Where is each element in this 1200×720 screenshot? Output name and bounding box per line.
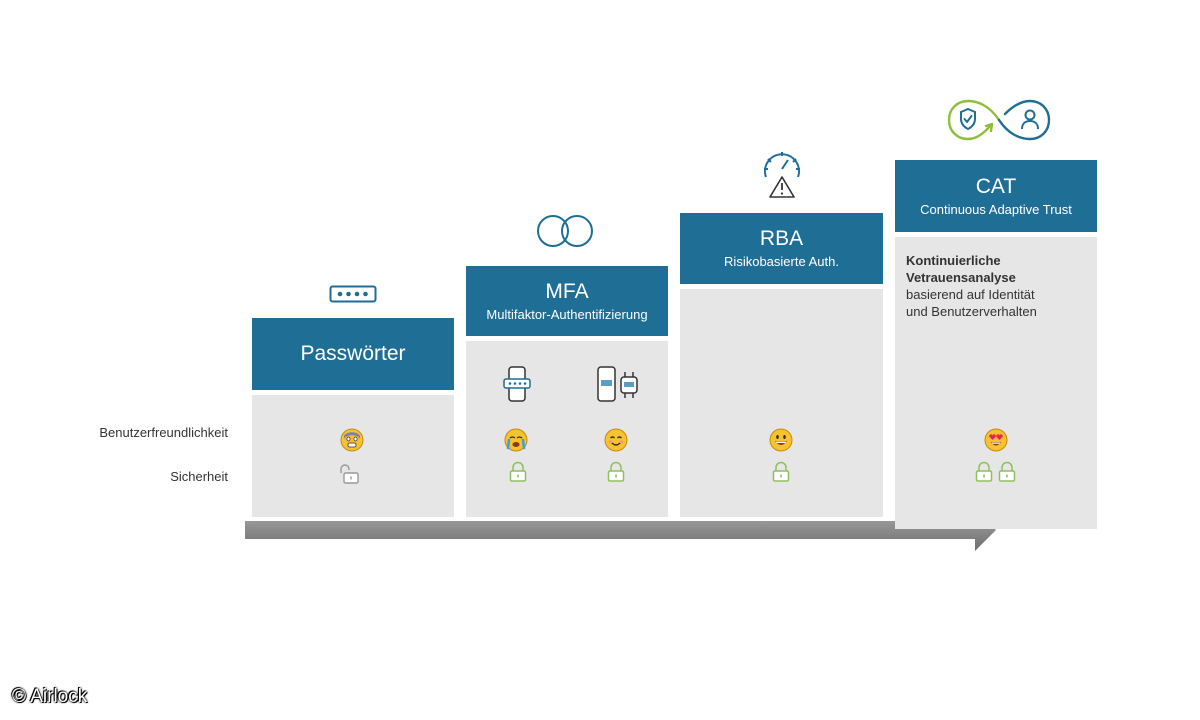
mfa-subtitle: Multifaktor-Authentifizierung [486,306,648,322]
cat-header: CAT Continuous Adaptive Trust [895,160,1097,232]
cat-panel [895,237,1097,529]
locked-padlock-icon [998,461,1016,482]
gauge-warning-icon [764,152,800,198]
locked-padlock-icon [772,461,790,482]
rba-subtitle: Risikobasierte Auth. [724,254,839,269]
unlocked-padlock-icon [340,464,359,484]
cat-title: CAT [975,174,1017,198]
cat-description: Kontinuierliche Vetrauensanalyse basiere… [906,252,1091,320]
rba-title: RBA [759,227,804,250]
copyright-text: © Airlock [12,686,88,707]
cat-desc-line4: und Benutzerverhalten [906,304,1037,319]
linked-rings-icon [537,215,593,247]
heart-eyes-face-icon [984,428,1008,452]
passwords-panel [252,395,454,517]
usability-row-label: Benutzerfreundlichkeit [99,425,228,440]
cat-desc-line3: basierend auf Identität [906,287,1035,302]
locked-padlock-icon [607,461,625,482]
rba-header: RBA Risikobasierte Auth. [680,213,883,284]
locked-padlock-icon [509,461,527,482]
smiling-face-icon [604,428,628,452]
fearful-face-icon [340,428,364,452]
phone-watch-icon [597,366,638,402]
password-dots-icon [329,285,377,303]
security-row-label: Sicherheit [170,469,228,484]
infinity-shield-user-icon [947,99,1051,141]
crying-face-icon [504,428,528,452]
passwords-title: Passwörter [300,342,406,365]
mfa-header: MFA Multifaktor-Authentifizierung [466,266,668,336]
phone-token-icon [503,366,531,402]
locked-padlock-icon [975,461,993,482]
cat-subtitle: Continuous Adaptive Trust [920,201,1072,217]
mfa-panel [466,341,668,517]
grinning-face-icon [769,428,793,452]
cat-desc-line1: Kontinuierliche [906,253,1001,268]
mfa-title: MFA [545,279,589,303]
passwords-header: Passwörter [252,318,454,390]
cat-desc-line2: Vetrauensanalyse [906,270,1016,285]
progress-arrow [245,509,996,551]
